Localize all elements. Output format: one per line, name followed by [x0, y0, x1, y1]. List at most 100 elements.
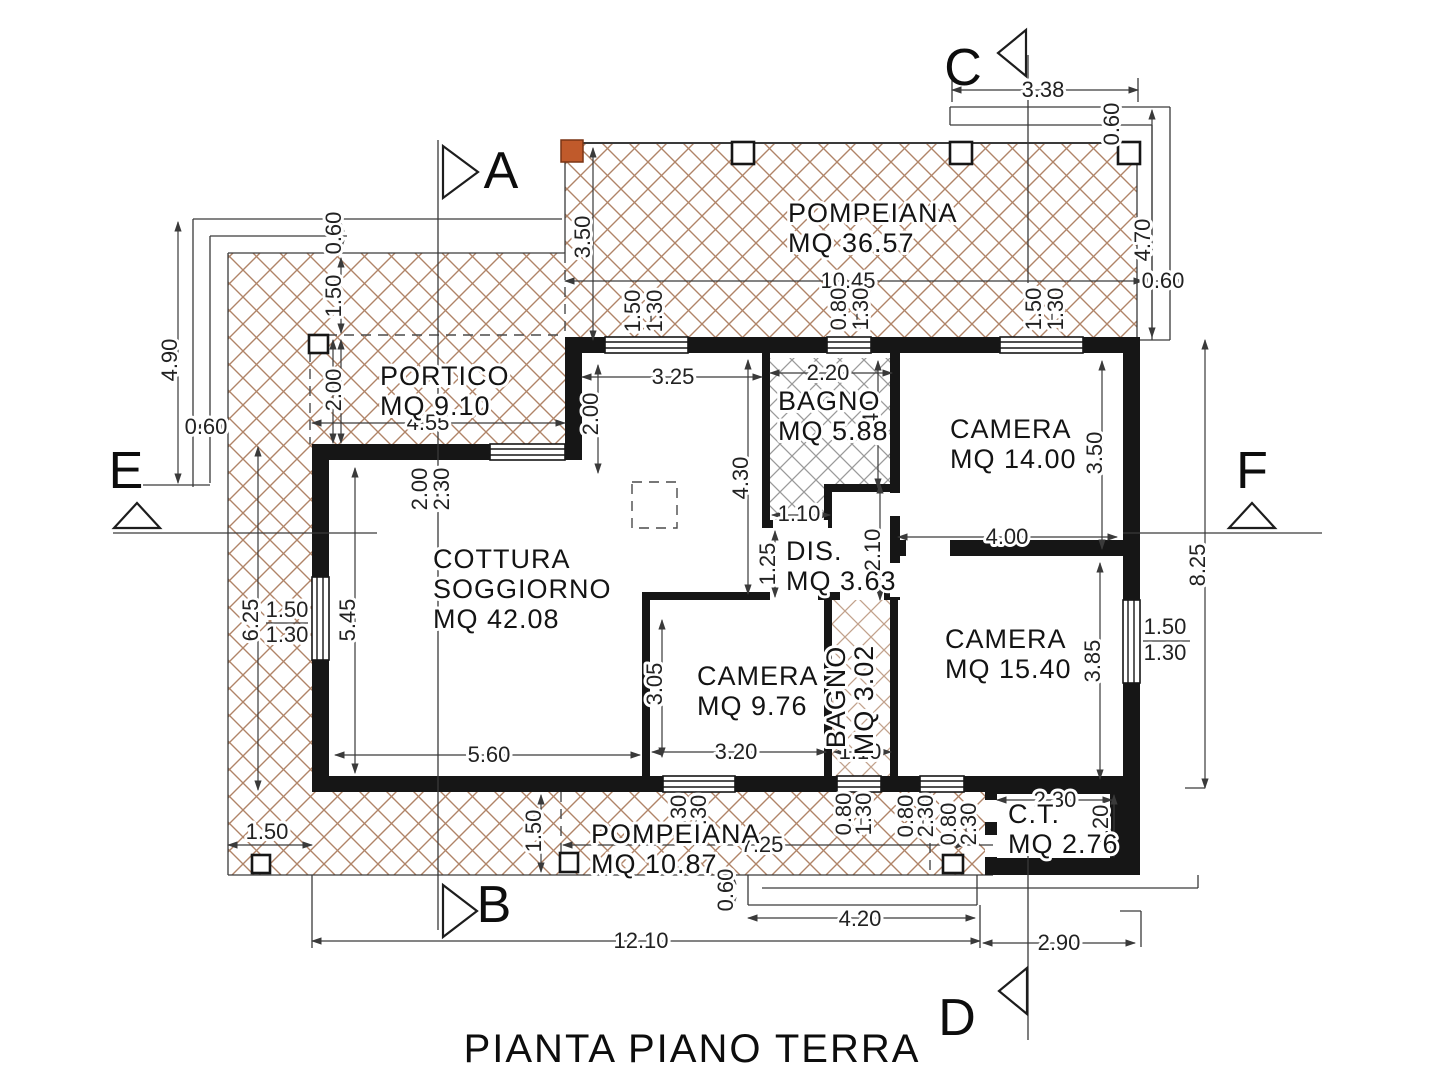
- room-label: MQ 5.88: [778, 416, 889, 446]
- dim-label: 4.70: [1130, 219, 1155, 262]
- door-openings: [770, 493, 997, 857]
- room-label: POMPEIANA: [591, 819, 761, 849]
- room-label: MQ 9.76: [697, 691, 808, 721]
- window: [311, 576, 330, 661]
- dim-label: 1.30: [1043, 288, 1068, 331]
- section-marker-c: C: [944, 39, 982, 97]
- pillar: [941, 853, 965, 875]
- dim-label: 4.20: [839, 906, 882, 931]
- dim-label: .30: [686, 795, 711, 826]
- dim-label: 6.25: [238, 599, 263, 642]
- room-label: MQ 9.10: [380, 391, 491, 421]
- dim-label: 2.00: [321, 369, 346, 412]
- window: [662, 775, 736, 793]
- dim-label: 1.10: [839, 739, 882, 764]
- pompeiana-top-area: [565, 143, 1137, 345]
- dim-label: 3.25: [652, 364, 695, 389]
- dim-label: 5.45: [335, 599, 360, 642]
- room-label: MQ 36.57: [788, 228, 915, 258]
- dim-label: 1.50: [620, 290, 645, 333]
- dim-label: 1.50: [1144, 614, 1187, 639]
- dimension-labels: 3.38 10.45 0.60 0.60 4.55 3.25 2.20 1.10 4.00 5.6…: [154, 74, 1213, 958]
- dim-label: 1.25: [755, 543, 780, 586]
- dim-label: 1.30: [266, 622, 309, 647]
- dim-label: 0.60: [1099, 103, 1124, 146]
- dim-label: 3.20: [715, 739, 758, 764]
- room-label: COTTURA: [433, 544, 571, 574]
- room-label: CAMERA: [950, 414, 1072, 444]
- pompeiana-bottom-area: [312, 792, 993, 875]
- room-label: CAMERA: [945, 624, 1067, 654]
- dim-label: 5.60: [468, 742, 511, 767]
- pillars: [250, 139, 1142, 875]
- dim-label: 4.90: [157, 339, 182, 382]
- section-arrow-a: [441, 143, 480, 201]
- dim-label: 8.25: [1185, 544, 1210, 587]
- section-marker-a: A: [484, 142, 519, 200]
- section-lines: [111, 27, 1322, 1040]
- window: [1122, 599, 1141, 684]
- hatch-regions: [228, 143, 1137, 875]
- dim-label: 2.30: [913, 795, 938, 838]
- dim-label: 0.80: [826, 288, 851, 331]
- dim-label: 2.40: [858, 401, 883, 444]
- room-label: BAGNO: [821, 646, 851, 749]
- room-label: SOGGIORNO: [433, 574, 612, 604]
- dim-label: 4.55: [407, 410, 450, 435]
- dim-label: .30: [666, 795, 691, 826]
- dim-label: 2.30: [1034, 787, 1077, 812]
- pillar: [250, 853, 272, 875]
- dim-label: 4.00: [986, 524, 1029, 549]
- room-label: MQ 15.40: [945, 654, 1072, 684]
- section-arrow-d: [997, 965, 1029, 1017]
- section-marker-d: D: [938, 989, 976, 1047]
- dim-label: 1.50: [1021, 288, 1046, 331]
- room-label: MQ 3.02: [849, 645, 879, 756]
- bagno2-area: [832, 600, 890, 776]
- section-arrow-c: [996, 27, 1028, 79]
- room-label: MQ 42.08: [433, 604, 560, 634]
- dim-label: 2.00: [578, 393, 603, 436]
- section-marker-e: E: [109, 442, 144, 500]
- pillar: [948, 140, 974, 166]
- dim-label: 2.30: [956, 803, 981, 846]
- dim-label: 7.25: [741, 832, 784, 857]
- drawing-title: PIANTA PIANO TERRA: [464, 1027, 921, 1071]
- section-marker-b: B: [477, 876, 512, 934]
- room-label: MQ 14.00: [950, 444, 1077, 474]
- dim-label: 2.30: [429, 468, 454, 511]
- room-label: BAGNO: [778, 386, 881, 416]
- dim-label: 3.50: [1082, 432, 1107, 475]
- section-arrow-b: [441, 882, 479, 940]
- pillar: [1116, 140, 1142, 166]
- dim-label: 2.90: [1038, 930, 1081, 955]
- dim-label: 3.50: [570, 216, 595, 259]
- dimension-lines: [174, 78, 1209, 948]
- windows: [311, 336, 1141, 793]
- pillar: [558, 851, 580, 874]
- dim-label: 2.20: [807, 360, 850, 385]
- section-marker-f: F: [1236, 442, 1268, 500]
- room-label: CAMERA: [697, 661, 819, 691]
- dim-label: 1.20: [1088, 805, 1113, 848]
- dim-label: 1.30: [642, 290, 667, 333]
- dim-label: 0.60: [713, 869, 738, 912]
- ceiling-opening-dashed: [631, 481, 678, 529]
- dim-label: 1.30: [1144, 640, 1187, 665]
- dim-label: 10.45: [820, 268, 875, 293]
- room-label: PORTICO: [380, 361, 510, 391]
- pillar: [730, 140, 756, 166]
- dim-label: 3.85: [1080, 640, 1105, 683]
- room-label: MQ 3.63: [786, 566, 897, 596]
- dim-label: 3.38: [1022, 77, 1065, 102]
- room-label: MQ 10.87: [591, 849, 718, 879]
- room-label: MQ 2.76: [1008, 829, 1119, 859]
- dim-label: 0.60: [321, 212, 346, 255]
- dim-label: 2.00: [407, 468, 432, 511]
- dim-label: 1.50: [521, 810, 546, 853]
- dim-label: 0.60: [185, 414, 228, 439]
- section-arrow-f: [1226, 501, 1278, 530]
- window: [826, 336, 872, 354]
